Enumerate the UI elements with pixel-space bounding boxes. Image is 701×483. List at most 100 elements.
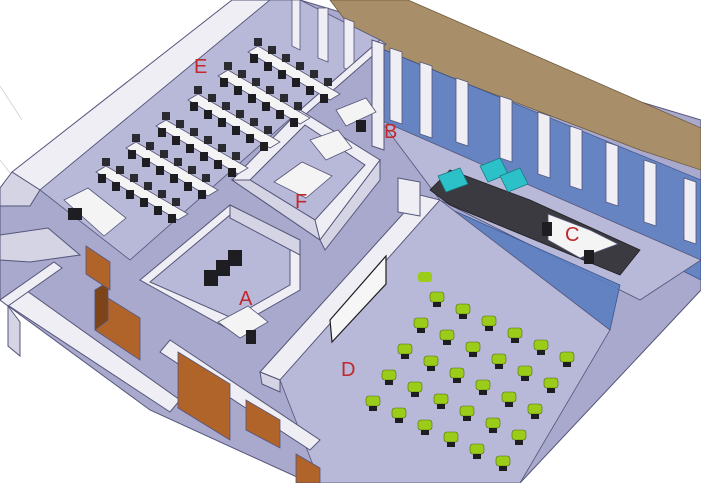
room-b-furniture: [335, 97, 377, 132]
lecture-seat: [429, 291, 445, 307]
lecture-seat: [465, 341, 481, 357]
workstation-rows: [95, 38, 341, 223]
workstation-chair: [264, 62, 272, 71]
monitor: [264, 126, 272, 134]
lecture-seat: [365, 395, 381, 411]
monitor: [208, 94, 216, 102]
workstation-chair: [204, 110, 212, 119]
lounge-seats: [437, 157, 529, 193]
door-panels: [85, 245, 321, 483]
room-label-c: C: [565, 224, 579, 246]
lecture-seat: [423, 355, 439, 371]
workstation-row: [95, 158, 189, 223]
monitor: [116, 166, 124, 174]
workstation-chair: [260, 142, 268, 151]
monitor: [280, 94, 288, 102]
monitor: [190, 128, 198, 136]
monitor: [252, 78, 260, 86]
workstation-chair: [170, 174, 178, 183]
monitor: [232, 152, 240, 160]
lecture-seat: [455, 303, 471, 319]
workstation-chair: [246, 134, 254, 143]
monitor: [268, 46, 276, 54]
lecture-seat: [533, 339, 549, 355]
monitor: [204, 136, 212, 144]
room-label-a: A: [239, 288, 253, 310]
room-label-b: B: [384, 121, 397, 143]
lecture-seat: [543, 377, 559, 393]
workstation-chair: [232, 126, 240, 135]
monitor: [202, 174, 210, 182]
monitor: [310, 70, 318, 78]
lecture-seat: [407, 381, 423, 397]
workstation-chair: [98, 174, 106, 183]
reception-desk: [63, 187, 127, 237]
workstation-desk: [247, 45, 341, 101]
workstation-chair: [218, 118, 226, 127]
monitor: [324, 78, 332, 86]
room-label-f: F: [295, 191, 307, 213]
monitor: [144, 182, 152, 190]
workstation-chair: [320, 94, 328, 103]
lecture-seat: [559, 351, 575, 367]
monitor: [162, 112, 170, 120]
lecture-seat: [439, 329, 455, 345]
workstation-desk: [217, 69, 311, 125]
lecture-seat: [381, 369, 397, 385]
monitor: [236, 110, 244, 118]
workstation-chair: [250, 54, 258, 63]
workstation-chair: [228, 168, 236, 177]
monitor: [194, 86, 202, 94]
workstation-chair: [142, 158, 150, 167]
lecture-seat: [397, 343, 413, 359]
lecture-seating: [365, 272, 575, 471]
monitor: [160, 150, 168, 158]
room-label-e: E: [194, 56, 207, 78]
lecture-seat: [485, 417, 501, 433]
lecture-seat: [481, 315, 497, 331]
monitor: [224, 62, 232, 70]
workstation-row: [155, 112, 249, 177]
workstation-chair: [158, 128, 166, 137]
workstation-chair: [234, 86, 242, 95]
workstation-chair: [220, 78, 228, 87]
monitor: [254, 38, 262, 46]
outer-wall-left: [0, 171, 41, 207]
workstation-chair: [154, 206, 162, 215]
projection-screen: [329, 254, 387, 344]
lecture-seat: [459, 405, 475, 421]
monitor: [174, 158, 182, 166]
workstation-chair: [126, 190, 134, 199]
monitor: [294, 102, 302, 110]
monitor: [130, 174, 138, 182]
workstation-chair: [112, 182, 120, 191]
monitor: [218, 144, 226, 152]
workstation-desk: [187, 93, 281, 149]
lecture-seat: [527, 403, 543, 419]
monitor: [266, 86, 274, 94]
construction-lines: [0, 85, 23, 179]
workstation-chair: [140, 198, 148, 207]
monitor: [250, 118, 258, 126]
lecture-seat: [501, 391, 517, 407]
lecture-seat: [475, 379, 491, 395]
workstation-chair: [128, 150, 136, 159]
monitor: [222, 102, 230, 110]
monitor: [172, 198, 180, 206]
monitor: [282, 54, 290, 62]
lecture-seat: [413, 317, 429, 333]
workstation-chair: [190, 102, 198, 111]
workstation-desk: [125, 141, 219, 197]
lecture-seat: [417, 419, 433, 435]
workstation-chair: [276, 110, 284, 119]
workstation-chair: [200, 152, 208, 161]
workstation-chair: [278, 70, 286, 79]
room-a-furniture: [204, 250, 269, 344]
monitor: [176, 120, 184, 128]
workstation-desk: [155, 119, 249, 175]
workstation-row: [187, 86, 281, 151]
room-c-tables: [542, 213, 620, 264]
lecture-seat: [507, 327, 523, 343]
workstation-chair: [198, 190, 206, 199]
